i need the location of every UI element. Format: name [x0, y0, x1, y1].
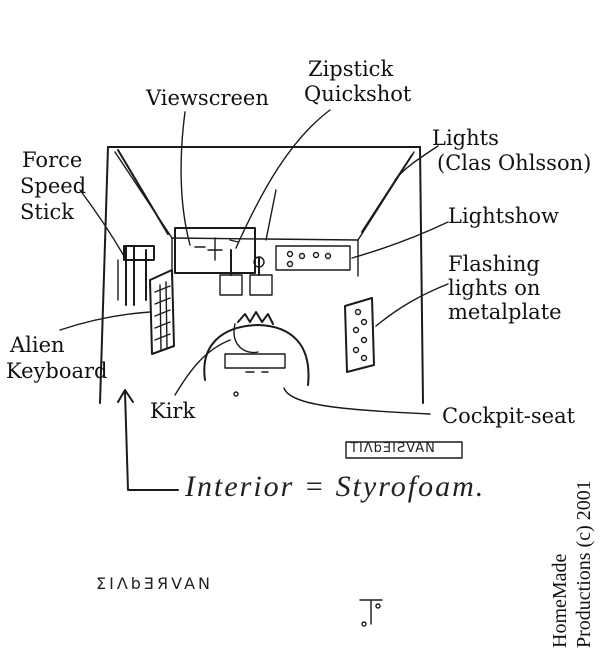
alien-plaque-frame: [345, 441, 463, 459]
label-force-line1: Force: [22, 148, 83, 172]
leader-lines: [59, 109, 449, 415]
small-symbol: [359, 599, 383, 627]
credit-line2: Productions (c) 2001: [573, 480, 595, 648]
kirk-figure: [233, 311, 274, 354]
room-outline: [99, 146, 424, 404]
label-force-line3: Stick: [20, 200, 75, 224]
credit-text: HomeMade Productions (c) 2001: [548, 480, 596, 648]
handwritten-interior-note: Interior = Styrofoam.: [185, 470, 486, 503]
label-flashing-line1: Flashing: [448, 252, 540, 276]
label-alien-line2: Keyboard: [6, 359, 108, 383]
label-kirk: Kirk: [150, 399, 196, 423]
label-zipstick-line2: Quickshot: [304, 82, 412, 106]
credit-line1: HomeMade: [549, 553, 571, 648]
alien-plaque-text: ΤΙΛbƎIƧVAN: [350, 441, 436, 456]
flashing-light-plate: [344, 297, 375, 373]
lightshow-panel: [275, 245, 351, 271]
lights-strips: [117, 149, 413, 235]
alien-glyphs-bottom: ΣΙΛbƎЯVAN: [96, 574, 213, 593]
label-lights-line1: Lights: [432, 126, 499, 150]
viewscreen: [174, 227, 256, 274]
label-lightshow: Lightshow: [448, 204, 559, 228]
cockpit-seat: [203, 324, 310, 397]
label-flashing-line2: lights on: [448, 276, 541, 300]
label-flashing-line3: metalplate: [448, 300, 562, 324]
interior-arrow: [117, 389, 179, 491]
label-zipstick-line1: Zipstick: [308, 57, 394, 81]
force-speed-stick: [117, 245, 155, 306]
label-force-line2: Speed: [20, 174, 87, 198]
zipstick-quickshot: [219, 249, 273, 296]
alien-keyboard-panel: [149, 269, 175, 355]
label-lights-line2: (Clas Ohlsson): [437, 151, 592, 175]
label-viewscreen: Viewscreen: [146, 86, 269, 110]
label-cockpit-seat: Cockpit-seat: [442, 404, 576, 428]
label-alien-line1: Alien: [10, 333, 65, 357]
